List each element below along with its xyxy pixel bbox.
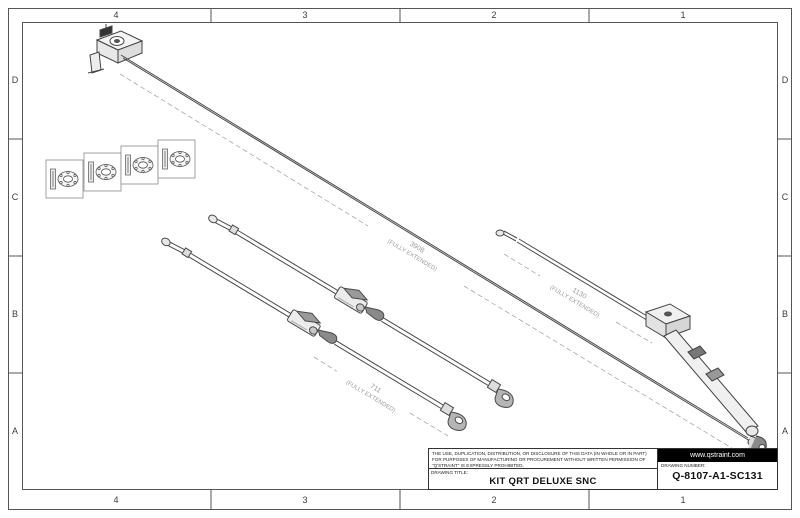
anchor-detail-2 [83,152,122,192]
col-label-bottom-3: 3 [302,495,308,505]
row-label-left-c: C [11,192,19,202]
anchor-detail-1 [45,159,84,199]
dim-711-label: 711 (FULLY EXTENDED) [333,360,416,421]
main-strap-3908 [120,54,751,442]
col-label-bottom-2: 2 [491,495,497,505]
anchor-detail-4 [157,139,196,179]
drawing-number: Q-8107-A1-SC131 [672,470,763,482]
belt-assembly-right [663,329,767,455]
dim-3908-leader [119,73,736,451]
col-label-top-2: 2 [491,10,497,20]
row-label-right-b: B [781,309,788,319]
col-label-bottom-4: 4 [113,495,119,505]
drawing-title-label: DRAWING TITLE: [431,470,469,475]
col-label-top-3: 3 [302,10,308,20]
strap-1130 [495,229,653,323]
anchor-detail-3 [120,145,159,185]
row-label-right-a: A [781,426,788,436]
qrt-retractor [87,24,144,74]
drawing-title: KIT QRT DELUXE SNC [489,476,597,487]
drawing-title-cell: DRAWING TITLE: KIT QRT DELUXE SNC [429,469,657,489]
dim-3908-label: 3908 (FULLY EXTENDED) [373,218,459,281]
dim-711-value: 711 [369,383,382,395]
title-block: THE USE, DUPLICATION, DISTRIBUTION, OR D… [428,448,778,490]
legal-notice: THE USE, DUPLICATION, DISTRIBUTION, OR D… [429,449,657,469]
dim-1130-leader [503,253,653,344]
col-label-top-4: 4 [113,10,119,20]
title-block-right: www.qstraint.com DRAWING NUMBER: Q-8107-… [658,449,777,489]
row-label-right-c: C [781,192,789,202]
dim-711-leader [313,356,449,437]
row-label-left-a: A [11,426,18,436]
row-label-left-d: D [11,75,19,85]
col-label-top-1: 1 [680,10,686,20]
col-label-bottom-1: 1 [680,495,686,505]
row-label-right-d: D [781,75,789,85]
title-block-left: THE USE, DUPLICATION, DISTRIBUTION, OR D… [429,449,658,489]
row-label-left-b: B [11,309,18,319]
website-bar: www.qstraint.com [658,449,777,462]
retractor-1130 [644,303,692,339]
sheet-border [8,8,792,510]
drawing-number-label: DRAWING NUMBER: [661,463,706,468]
